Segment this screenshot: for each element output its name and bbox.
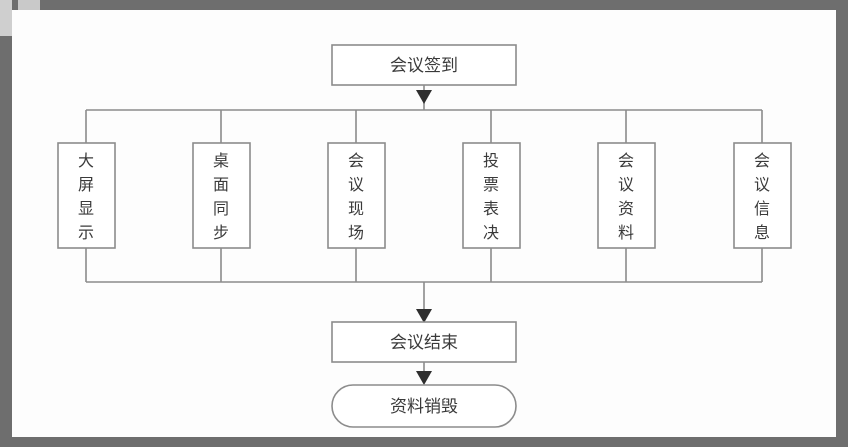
- node-end[interactable]: 会议结束: [331, 321, 517, 363]
- node-branch-5-label: 会议资料: [618, 151, 634, 242]
- node-branch-1[interactable]: 大屏显示: [57, 142, 116, 249]
- frame-edge-top: [18, 0, 40, 10]
- diagram-canvas: 会议签到 大屏显示 桌面同步 会议现场 投票表决: [12, 10, 836, 437]
- node-start[interactable]: 会议签到: [331, 44, 517, 86]
- node-terminal[interactable]: 资料销毁: [331, 384, 517, 428]
- node-branch-2[interactable]: 桌面同步: [192, 142, 251, 249]
- node-terminal-label: 资料销毁: [390, 397, 458, 417]
- node-branch-2-label: 桌面同步: [213, 151, 229, 242]
- node-branch-4[interactable]: 投票表决: [462, 142, 521, 249]
- node-start-label: 会议签到: [390, 56, 458, 76]
- node-branch-4-label: 投票表决: [483, 151, 499, 242]
- node-branch-3-label: 会议现场: [348, 151, 364, 242]
- arrow-start-down: [416, 90, 432, 104]
- node-end-label: 会议结束: [390, 333, 458, 353]
- flowchart-svg: 会议签到 大屏显示 桌面同步 会议现场 投票表决: [57, 44, 792, 428]
- node-branch-6-label: 会议信息: [754, 151, 770, 242]
- edge-bus-to-end: [416, 282, 432, 323]
- node-branch-1-label: 大屏显示: [78, 151, 94, 242]
- node-branch-5[interactable]: 会议资料: [597, 142, 656, 249]
- node-branch-6[interactable]: 会议信息: [733, 142, 792, 249]
- node-branch-3[interactable]: 会议现场: [327, 142, 386, 249]
- frame-edge-left: [0, 0, 12, 36]
